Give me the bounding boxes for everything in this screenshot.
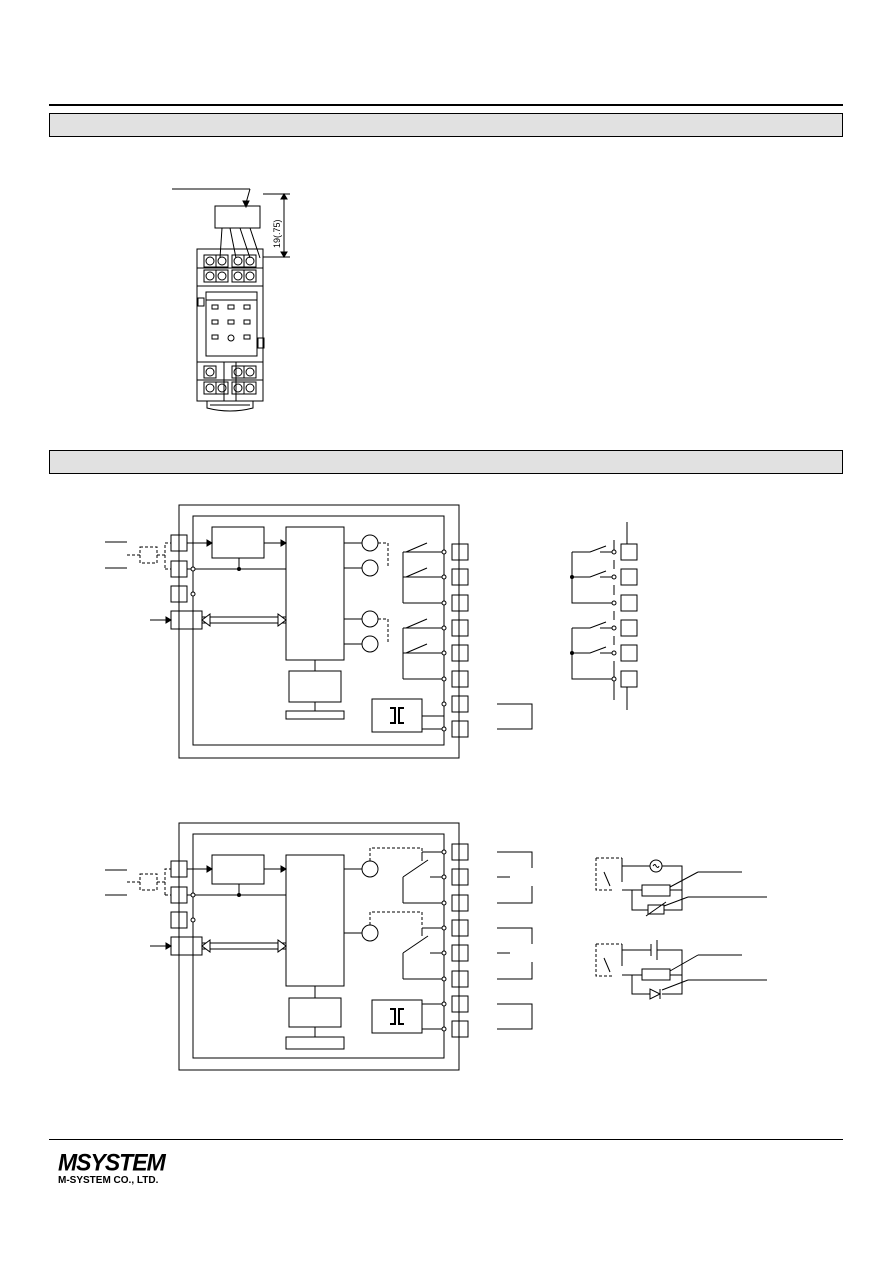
dimension-label: 19(.75) [272,219,282,248]
company-name: M-SYSTEM CO., LTD. [58,1175,159,1186]
logo-mark: MSYSTEM [58,1148,166,1176]
connection-diagram-a [100,500,540,765]
header-rule [49,104,843,106]
footer-rule [49,1139,843,1140]
contact-protection-diagram [590,850,770,1000]
socket-dimension-drawing: 19(.75) [165,180,305,415]
section-header-bar-2 [49,450,843,474]
msystem-logo: MSYSTEM M-SYSTEM CO., LTD. [58,1148,188,1190]
section-header-bar-1 [49,113,843,137]
connection-diagram-b [100,818,540,1076]
relay-contact-diagram [565,515,645,715]
